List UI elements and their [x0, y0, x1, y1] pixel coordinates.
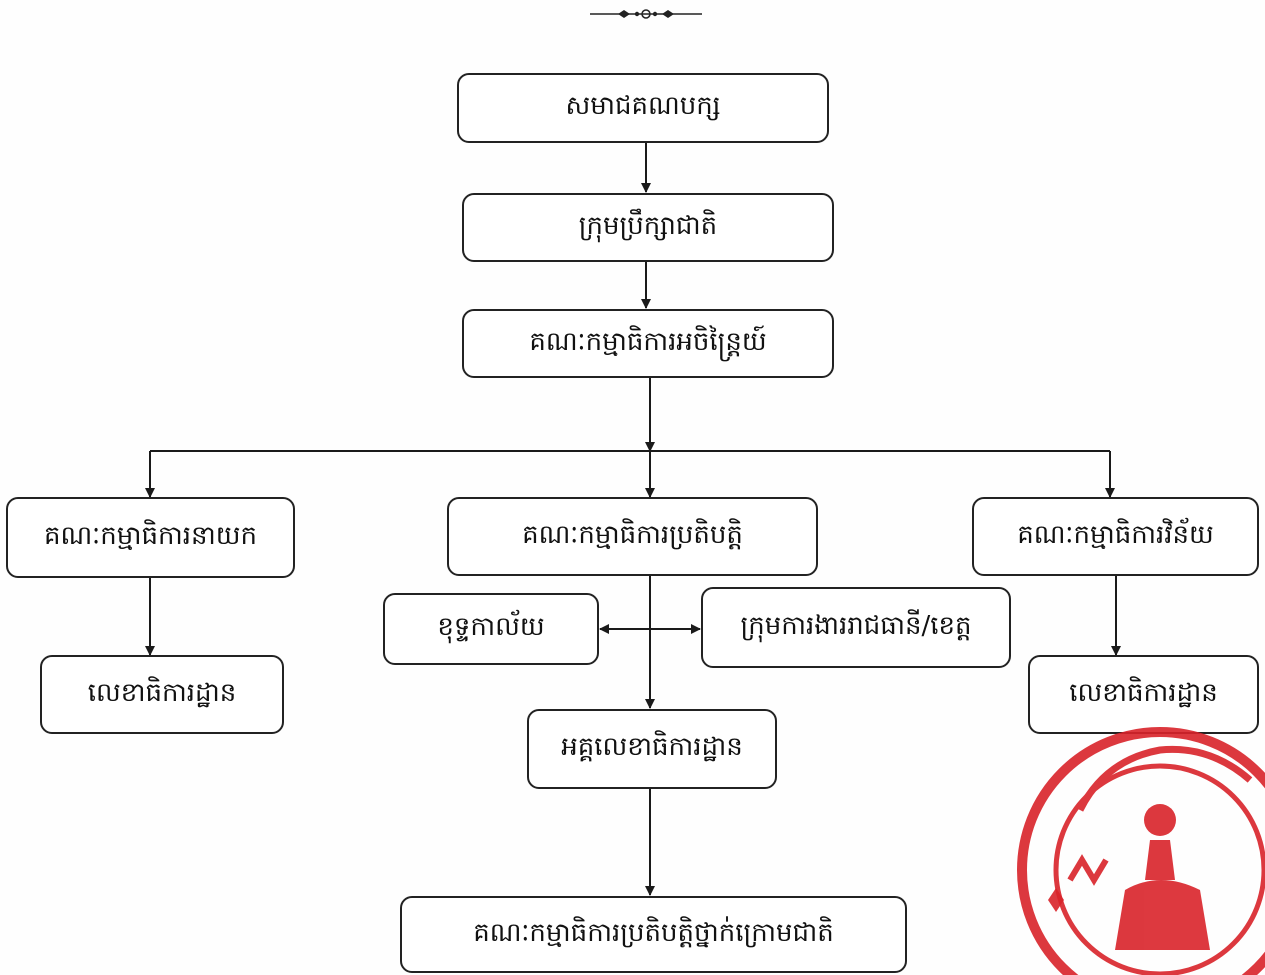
node-discipline-committee: គណៈកម្មាធិការវិន័យ — [972, 497, 1259, 576]
node-cabinet-office: ខុទ្ទកាល័យ — [383, 593, 599, 665]
node-operations-committee: គណៈកម្មាធិការប្រតិបត្តិ — [447, 497, 818, 576]
party-seal-stamp-icon — [1017, 727, 1265, 975]
node-discipline-secretariat: លេខាធិការដ្ឋាន — [1028, 655, 1259, 734]
node-national-council: ក្រុមប្រឹក្សាជាតិ — [462, 193, 834, 262]
decorative-flourish-icon — [590, 9, 702, 19]
node-subnational-operations-committee: គណៈកម្មាធិការប្រតិបត្តិថ្នាក់ក្រោមជាតិ — [400, 896, 907, 973]
node-leadership-committee: គណៈកម្មាធិការនាយក — [6, 497, 295, 578]
node-executive-committee: គណៈកម្មាធិការអចិន្ត្រៃយ៍ — [462, 309, 834, 378]
node-general-secretariat: អគ្គលេខាធិការដ្ឋាន — [527, 709, 777, 789]
node-party-members: សមាជគណបក្ស — [457, 73, 829, 143]
node-leadership-secretariat: លេខាធិការដ្ឋាន — [40, 655, 284, 734]
node-capital-province-working-group: ក្រុមការងាររាជធានី/ខេត្ត — [701, 587, 1011, 668]
